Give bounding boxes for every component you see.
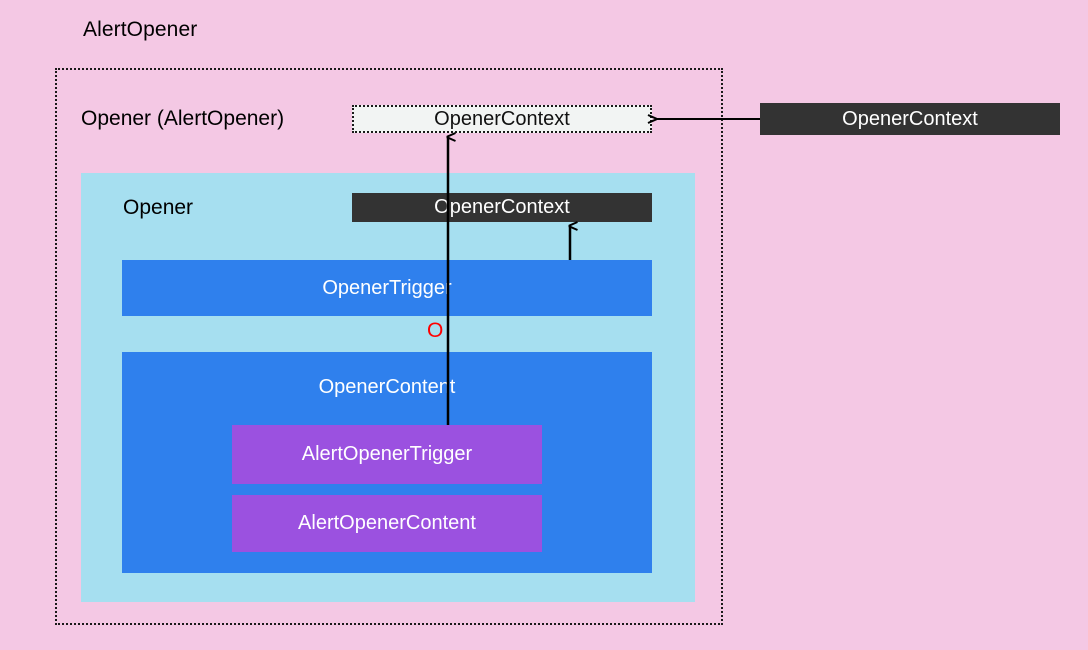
inner-opener-context-chip[interactable]: OpenerContext	[352, 193, 652, 222]
alert-opener-trigger-box[interactable]: AlertOpenerTrigger	[232, 425, 542, 484]
alert-opener-content-label: AlertOpenerContent	[298, 512, 476, 534]
opener-trigger-box[interactable]: OpenerTrigger	[122, 260, 652, 316]
opener-trigger-label: OpenerTrigger	[322, 276, 452, 299]
alert-opener-context-chip[interactable]: OpenerContext	[352, 105, 652, 133]
alert-opener-trigger-label: AlertOpenerTrigger	[301, 443, 473, 465]
outer-dotted-group	[55, 68, 723, 625]
alert-opener-content-box[interactable]: AlertOpenerContent	[232, 495, 542, 552]
opener-content-label: OpenerContent	[318, 376, 456, 398]
inner-opener-context-chip-label: OpenerContext	[434, 196, 570, 218]
opener-alertopener-label: Opener (AlertOpener)	[81, 107, 285, 130]
alert-opener-context-chip-label: OpenerContext	[434, 107, 570, 130]
external-opener-context-chip[interactable]: OpenerContext	[760, 103, 1060, 135]
opener-panel-label: Opener	[123, 196, 194, 219]
red-circle-marker: O	[427, 319, 444, 342]
page-title: AlertOpener	[83, 18, 198, 41]
external-opener-context-chip-label: OpenerContext	[842, 107, 978, 130]
